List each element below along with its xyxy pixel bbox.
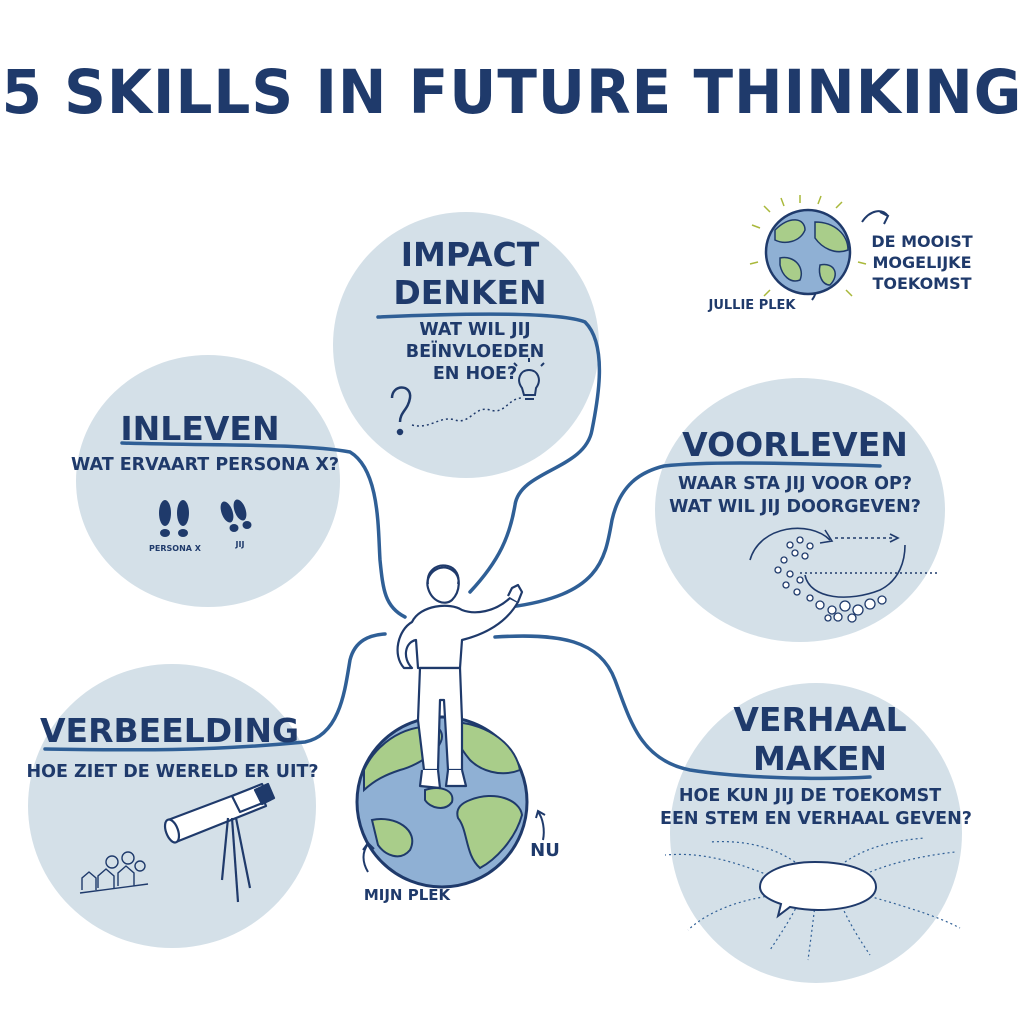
person-figure — [396, 566, 524, 790]
inleven-heading: INLEVEN — [120, 409, 280, 448]
page-title: 5 SKILLS IN FUTURE THINKING — [1, 56, 1023, 128]
mijn-plek-label: MIJN PLEK — [363, 886, 451, 904]
impact-connector — [376, 312, 602, 594]
inleven-question: WAT ERVAART PERSONA X? — [71, 455, 339, 475]
future-line1: DE MOOIST — [871, 232, 973, 251]
footprints-icon — [159, 499, 252, 537]
voorleven-question-line2: WAT WIL JIJ DOORGEVEN? — [669, 497, 921, 517]
earth-center — [355, 715, 529, 889]
verbeelding-connector — [43, 632, 387, 752]
verhaal-question-line1: HOE KUN JIJ DE TOEKOMST — [678, 786, 942, 806]
sparkle-lines — [749, 195, 867, 297]
future-line2: MOGELIJKE — [872, 253, 972, 272]
jullie-plek-label: JULLIE PLEK — [708, 298, 796, 313]
inleven-connector — [120, 441, 407, 619]
verhaal-heading-line1: VERHAAL — [733, 700, 907, 739]
verhaal-circle — [670, 683, 962, 983]
jij-label: JIJ — [235, 540, 245, 549]
persona-x-label: PERSONA X — [149, 544, 201, 553]
telescope-icon — [163, 782, 276, 903]
verbeelding-question: HOE ZIET DE WERELD ER UIT? — [26, 762, 319, 782]
question-mark-icon — [390, 386, 412, 436]
verhaal-question-line2: EEN STEM EN VERHAAL GEVEN? — [660, 809, 972, 829]
verbeelding-circle — [28, 664, 316, 948]
voorleven-heading: VOORLEVEN — [682, 425, 908, 464]
earth-future — [764, 208, 852, 296]
person-hair — [426, 564, 460, 585]
nu-label: NU — [530, 840, 560, 861]
dotted-path — [411, 397, 523, 427]
verhaal-connector — [493, 634, 872, 781]
voorleven-question-line1: WAAR STA JIJ VOOR OP? — [677, 474, 913, 494]
impact-question-line2: BEÏNVLOEDEN — [405, 342, 545, 362]
impact-heading-line1: IMPACT — [400, 235, 540, 274]
impact-question-line1: WAT WIL JIJ — [419, 320, 531, 340]
speech-bubble — [758, 860, 878, 919]
impact-heading-line2: DENKEN — [393, 273, 547, 312]
voorleven-connector — [508, 461, 882, 609]
verhaal-heading-line2: MAKEN — [752, 739, 888, 778]
verbeelding-heading: VERBEELDING — [40, 711, 300, 750]
village-icon — [79, 851, 149, 894]
inleven-circle — [76, 355, 340, 607]
future-line3: TOEKOMST — [872, 274, 972, 293]
impact-question-line3: EN HOE? — [432, 364, 518, 384]
impact-circle — [333, 212, 599, 478]
voorleven-circle — [655, 378, 945, 642]
cycle-diagram — [749, 527, 940, 598]
lightbulb-icon — [513, 358, 545, 400]
dots-cluster — [774, 536, 887, 623]
